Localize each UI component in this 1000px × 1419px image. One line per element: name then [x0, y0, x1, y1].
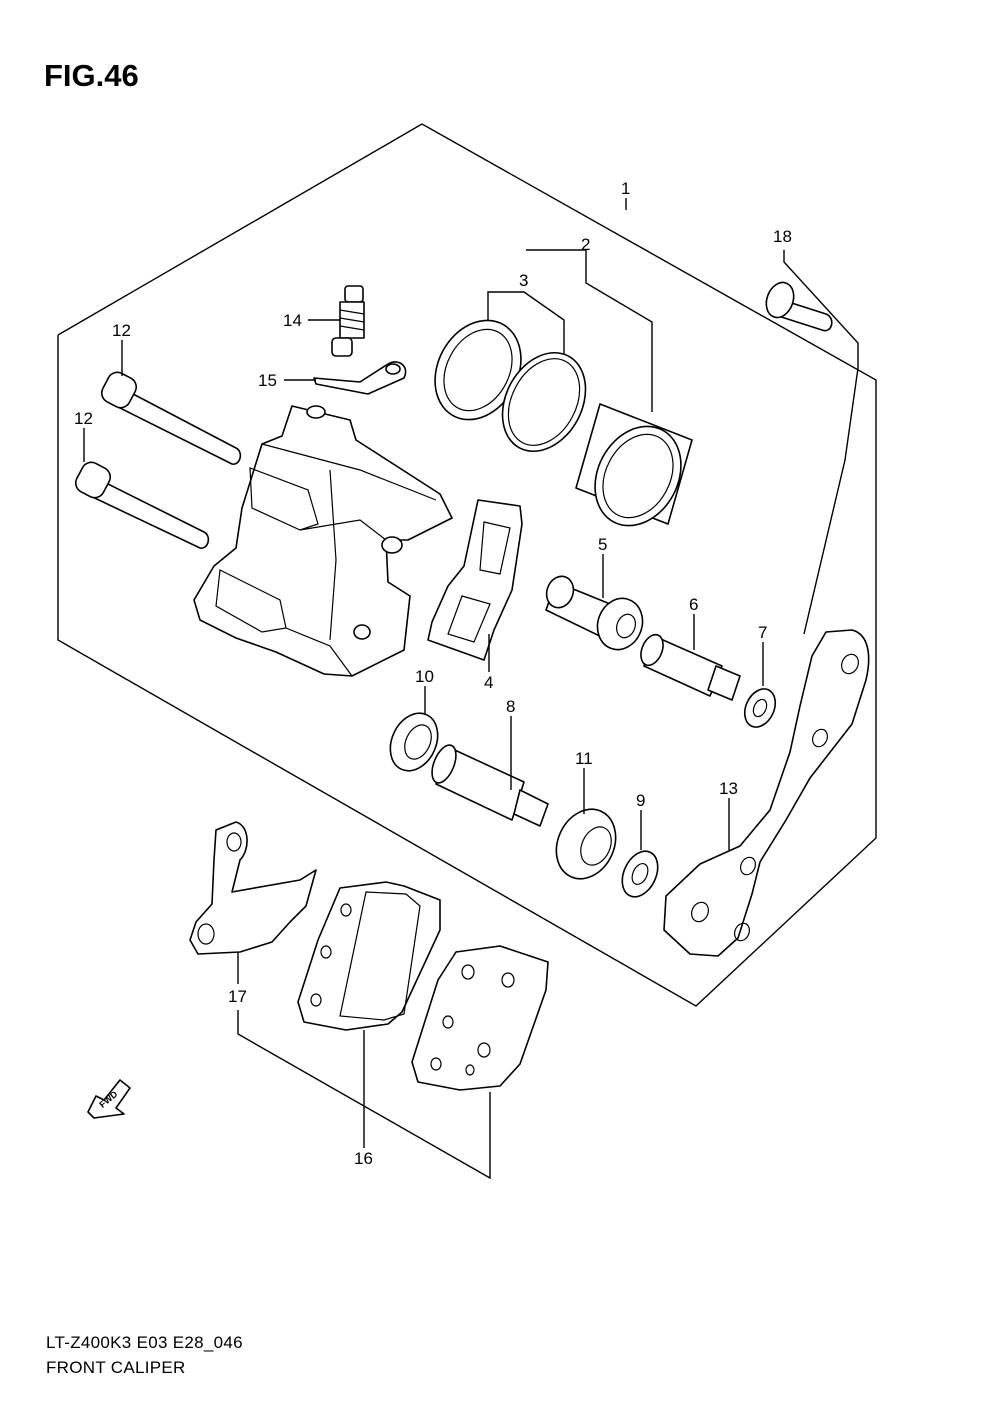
caliper-sleeve: [545, 575, 644, 651]
leader-2: [526, 249, 653, 412]
brake-pad-inner: [297, 881, 441, 1031]
callout-3: 3: [519, 271, 528, 290]
slide-pin-long: [431, 744, 549, 827]
dust-boot-upper: [389, 712, 439, 772]
caliper-piston: [575, 403, 693, 527]
slide-pin-upper: [100, 371, 242, 465]
pad-spring: [427, 499, 523, 661]
callout-8: 8: [506, 697, 515, 716]
piston-seal-inner: [501, 351, 587, 453]
bleeder-screw: [331, 285, 365, 357]
washer-upper: [743, 688, 777, 728]
brake-pad-outer: [411, 945, 549, 1091]
callout-4: 4: [484, 673, 493, 692]
callout-11: 11: [575, 749, 593, 768]
callout-9: 9: [636, 791, 645, 810]
callout-14: 14: [283, 311, 302, 330]
callout-2: 2: [581, 235, 590, 254]
callout-1: 1: [621, 179, 630, 198]
figure-title: FIG.46: [44, 58, 139, 93]
callout-7: 7: [758, 623, 767, 642]
callout-15: 15: [258, 371, 277, 390]
slide-pin-lower: [74, 461, 210, 549]
callout-17: 17: [228, 987, 247, 1006]
retaining-clip: [313, 361, 407, 395]
caliper-body: [193, 405, 453, 677]
callout-5: 5: [598, 535, 607, 554]
callout-6: 6: [689, 595, 698, 614]
callout-12b: 12: [74, 409, 93, 428]
caliper-bracket: [663, 629, 870, 957]
assembly-outline: [57, 123, 877, 1007]
model-code: LT-Z400K3 E03 E28_046: [46, 1333, 243, 1352]
leader-18: [783, 250, 859, 635]
figure-name: FRONT CALIPER: [46, 1358, 186, 1377]
slide-pin-short: [640, 633, 741, 701]
callout-18: 18: [773, 227, 792, 246]
callout-13: 13: [719, 779, 738, 798]
dust-boot-lower: [555, 808, 617, 880]
leader-3: [487, 291, 565, 356]
callout-10: 10: [415, 667, 434, 686]
washer-lower: [621, 850, 659, 898]
pad-shim: [189, 821, 317, 955]
fwd-arrow-icon: FWD: [87, 1079, 131, 1119]
mounting-bolt: [765, 281, 833, 332]
callout-12a: 12: [112, 321, 131, 340]
callout-16: 16: [354, 1149, 373, 1168]
